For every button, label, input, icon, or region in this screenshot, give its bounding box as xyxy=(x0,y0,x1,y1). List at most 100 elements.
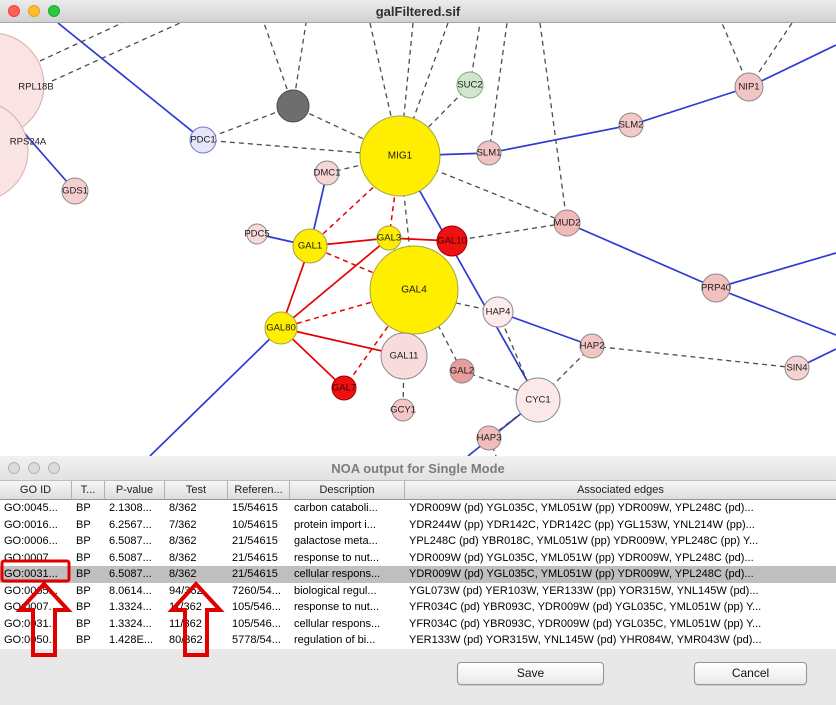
table-cell: 7260/54... xyxy=(228,583,290,600)
table-cell: response to nut... xyxy=(290,550,405,567)
noa-window-title: NOA output for Single Mode xyxy=(0,461,836,476)
table-cell: GO:0031... xyxy=(0,616,72,633)
minimize-button[interactable] xyxy=(28,5,40,17)
table-cell: BP xyxy=(72,632,105,649)
close-button[interactable] xyxy=(8,462,20,474)
table-cell: GO:0016... xyxy=(0,517,72,534)
button-bar: Save Cancel xyxy=(0,649,836,705)
graph-node-label-NIP1: NIP1 xyxy=(738,82,759,93)
graph-edge-pp[interactable] xyxy=(489,125,631,153)
column-header-t[interactable]: T... xyxy=(72,481,105,499)
graph-node-label-SUC2: SUC2 xyxy=(457,80,482,91)
table-cell: 8/362 xyxy=(165,566,228,583)
noa-window-titlebar[interactable]: NOA output for Single Mode xyxy=(0,456,836,481)
graph-node-label-GCY1: GCY1 xyxy=(390,405,416,416)
table-cell: galactose meta... xyxy=(290,533,405,550)
graph-edge-pp[interactable] xyxy=(58,23,203,140)
graph-node-label-MUD2: MUD2 xyxy=(554,218,581,229)
graph-node-label-GAL7: GAL7 xyxy=(332,383,356,394)
cancel-button[interactable]: Cancel xyxy=(694,662,807,685)
graph-node-label-GAL10: GAL10 xyxy=(437,236,467,247)
graph-node-label-HAP3: HAP3 xyxy=(477,433,502,444)
table-cell: cellular respons... xyxy=(290,566,405,583)
column-header-associated-edges[interactable]: Associated edges xyxy=(405,481,836,499)
graph-edge-pd[interactable] xyxy=(452,223,567,241)
graph-edge-pp[interactable] xyxy=(631,87,749,125)
graph-node-label-HAP4: HAP4 xyxy=(486,307,511,318)
zoom-button[interactable] xyxy=(48,5,60,17)
table-cell: BP xyxy=(72,616,105,633)
minimize-button[interactable] xyxy=(28,462,40,474)
column-header-go-id[interactable]: GO ID xyxy=(0,481,72,499)
graph-node-label-CYC1: CYC1 xyxy=(525,395,550,406)
table-cell: BP xyxy=(72,566,105,583)
graph-node-label-DMC1: DMC1 xyxy=(314,168,341,179)
graph-edge-pp[interactable] xyxy=(716,253,836,288)
table-cell: cellular respons... xyxy=(290,616,405,633)
network-canvas[interactable]: RPL18BRPS24AGDS1PDC1MIG1SUC2SLM1SLM2NIP1… xyxy=(0,23,836,456)
graph-node-unnamed-dark[interactable] xyxy=(277,90,309,122)
graph-node-label-PDC1: PDC1 xyxy=(190,135,215,146)
table-cell: 105/546... xyxy=(228,616,290,633)
graph-node-label-SLM2: SLM2 xyxy=(619,120,644,131)
table-cell: GO:0065... xyxy=(0,583,72,600)
table-cell: 94/362 xyxy=(165,583,228,600)
table-cell: 7/362 xyxy=(165,517,228,534)
table-cell: YGL073W (pd) YER103W, YER133W (pp) YOR31… xyxy=(405,583,836,600)
table-cell: 8/362 xyxy=(165,550,228,567)
table-cell: 80/362 xyxy=(165,632,228,649)
table-cell: YDR244W (pp) YDR142C, YDR142C (pp) YGL15… xyxy=(405,517,836,534)
column-header-p-value[interactable]: P-value xyxy=(105,481,165,499)
table-cell: YER133W (pd) YOR315W, YNL145W (pd) YHR08… xyxy=(405,632,836,649)
table-cell: 11/362 xyxy=(165,616,228,633)
graph-node-label-GAL2: GAL2 xyxy=(450,366,474,377)
column-header-description[interactable]: Description xyxy=(290,481,405,499)
save-button[interactable]: Save xyxy=(457,662,604,685)
table-cell: BP xyxy=(72,550,105,567)
table-cell: 5778/54... xyxy=(228,632,290,649)
table-cell: GO:0007... xyxy=(0,550,72,567)
table-cell: YDR009W (pd) YGL035C, YML051W (pp) YDR00… xyxy=(405,550,836,567)
table-cell: GO:0006... xyxy=(0,533,72,550)
table-cell: 21/54615 xyxy=(228,566,290,583)
graph-node-label-GAL80: GAL80 xyxy=(266,323,296,334)
table-cell: GO:0045... xyxy=(0,500,72,517)
graph-edge-pd[interactable] xyxy=(540,23,567,223)
table-cell: biological regul... xyxy=(290,583,405,600)
table-cell: 1.428E... xyxy=(105,632,165,649)
graph-node-label-HAP2: HAP2 xyxy=(580,341,605,352)
column-header-referen[interactable]: Referen... xyxy=(228,481,290,499)
table-cell: 6.5087... xyxy=(105,566,165,583)
graph-edge-pp[interactable] xyxy=(150,328,281,456)
graph-edge-pd[interactable] xyxy=(52,23,180,81)
table-cell: 105/546... xyxy=(228,599,290,616)
graph-node-label-PRP40: PRP40 xyxy=(701,283,731,294)
column-header-test[interactable]: Test xyxy=(165,481,228,499)
graph-window-titlebar[interactable]: galFiltered.sif xyxy=(0,0,836,23)
zoom-button[interactable] xyxy=(48,462,60,474)
table-cell: GO:0007... xyxy=(0,599,72,616)
graph-node-label-GDS1: GDS1 xyxy=(62,186,88,197)
close-button[interactable] xyxy=(8,5,20,17)
table-cell: 15/54615 xyxy=(228,500,290,517)
graph-edge-pd[interactable] xyxy=(592,346,797,368)
graph-node-label-GAL11: GAL11 xyxy=(390,351,419,362)
graph-edge-pp[interactable] xyxy=(567,223,716,288)
table-cell: 6.5087... xyxy=(105,533,165,550)
graph-edge-pp[interactable] xyxy=(716,288,836,335)
graph-edge-pd[interactable] xyxy=(489,23,507,153)
table-cell: BP xyxy=(72,517,105,534)
